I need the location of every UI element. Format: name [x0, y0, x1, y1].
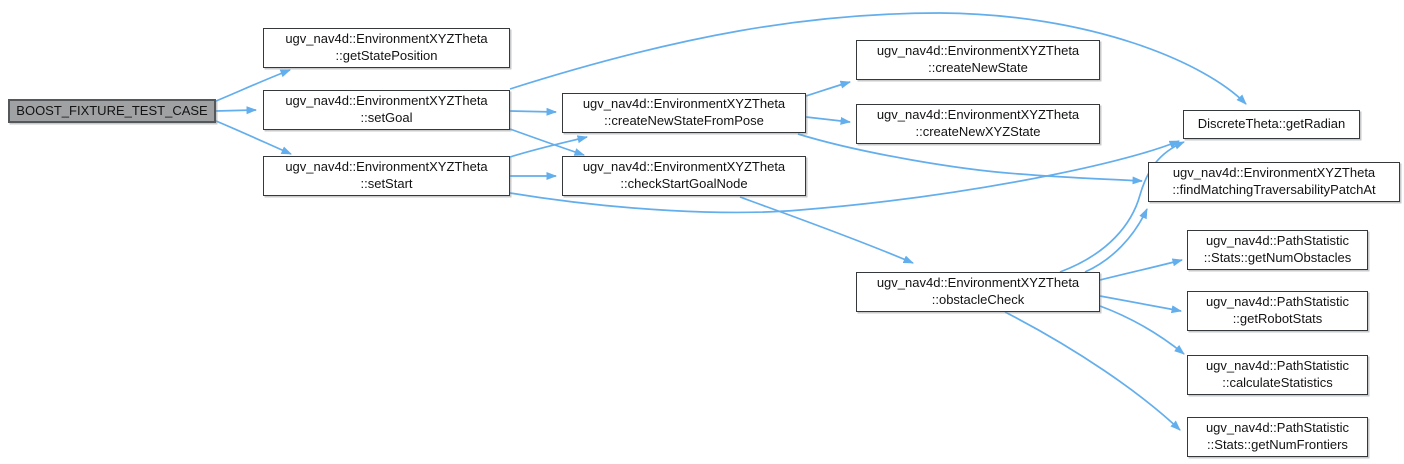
edge-set-goal-create-new-state-from-pose	[509, 107, 557, 116]
node-set-goal[interactable]: ugv_nav4d::EnvironmentXYZTheta ::setGoal	[263, 90, 510, 130]
node-create-new-state-from-pose[interactable]: ugv_nav4d::EnvironmentXYZTheta ::createN…	[562, 93, 806, 133]
edge-obstacle-check-get-radian	[1059, 141, 1185, 273]
node-set-start[interactable]: ugv_nav4d::EnvironmentXYZTheta ::setStar…	[263, 156, 510, 196]
edge-obstacle-check-get-robot-stats	[1099, 295, 1182, 314]
edge-check-start-goal-node-obstacle-check	[739, 196, 914, 264]
node-create-new-xyz-state[interactable]: ugv_nav4d::EnvironmentXYZTheta ::createN…	[856, 104, 1100, 144]
edge-obstacle-check-find-matching-traversability-patch-at	[1084, 208, 1148, 273]
node-stats-get-num-frontiers[interactable]: ugv_nav4d::PathStatistic ::Stats::getNum…	[1187, 417, 1368, 457]
node-get-robot-stats[interactable]: ugv_nav4d::PathStatistic ::getRobotStats	[1187, 291, 1368, 331]
node-get-radian[interactable]: DiscreteTheta::getRadian	[1183, 110, 1360, 139]
edge-create-new-state-from-pose-find-matching-traversability-patch-at	[797, 133, 1143, 185]
node-check-start-goal-node[interactable]: ugv_nav4d::EnvironmentXYZTheta ::checkSt…	[562, 156, 806, 196]
node-get-state-position[interactable]: ugv_nav4d::EnvironmentXYZTheta ::getStat…	[263, 28, 510, 68]
edge-create-new-state-from-pose-create-new-xyz-state	[805, 116, 851, 125]
node-boost-fixture-test-case[interactable]: BOOST_FIXTURE_TEST_CASE	[8, 99, 216, 123]
edge-set-goal-get-radian	[509, 12, 1247, 105]
node-calculate-statistics[interactable]: ugv_nav4d::PathStatistic ::calculateStat…	[1187, 355, 1368, 395]
edge-boost-fixture-test-case-set-start	[215, 120, 292, 155]
edge-create-new-state-from-pose-create-new-state	[805, 80, 851, 97]
node-create-new-state[interactable]: ugv_nav4d::EnvironmentXYZTheta ::createN…	[856, 40, 1100, 80]
edge-obstacle-check-calculate-statistics	[1099, 305, 1185, 355]
edge-set-start-create-new-state-from-pose	[509, 135, 588, 158]
edge-obstacle-check-stats-get-num-obstacles	[1099, 258, 1183, 281]
node-stats-get-num-obstacles[interactable]: ugv_nav4d::PathStatistic ::Stats::getNum…	[1187, 230, 1368, 270]
edge-obstacle-check-stats-get-num-frontiers	[1004, 311, 1181, 431]
edge-boost-fixture-test-case-set-goal	[215, 106, 257, 115]
node-obstacle-check[interactable]: ugv_nav4d::EnvironmentXYZTheta ::obstacl…	[856, 272, 1100, 312]
edge-boost-fixture-test-case-get-state-position	[215, 69, 291, 102]
edge-set-goal-check-start-goal-node	[509, 128, 585, 156]
edge-set-start-get-radian	[509, 140, 1180, 214]
node-find-matching-traversability-patch-at[interactable]: ugv_nav4d::EnvironmentXYZTheta ::findMat…	[1148, 162, 1400, 202]
